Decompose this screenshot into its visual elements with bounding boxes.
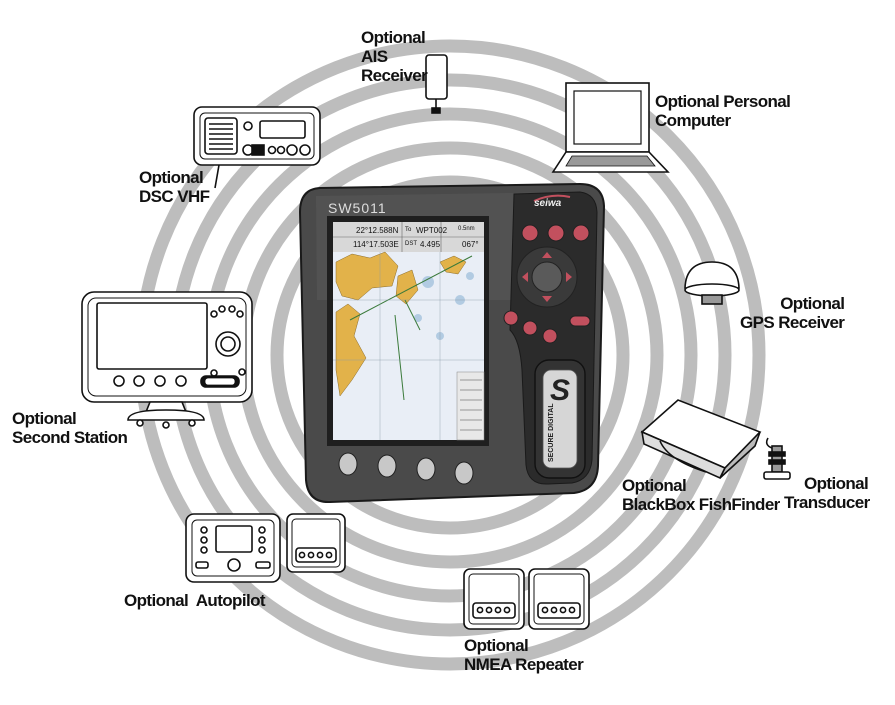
label-second-station: Optional Second Station (12, 409, 128, 447)
soft-key-2 (377, 454, 397, 478)
screen-longitude: 114°17.503E (353, 240, 399, 249)
keypad (503, 224, 591, 344)
autopilot-device (185, 513, 346, 583)
key-6 (542, 328, 558, 344)
soft-keys (338, 452, 474, 485)
key-7 (569, 315, 591, 327)
ring-inner (270, 175, 630, 535)
second-station-device (81, 291, 253, 429)
key-2 (547, 224, 565, 242)
nmea-repeater-device (463, 568, 590, 630)
key-3 (572, 224, 590, 242)
key-1 (521, 224, 539, 242)
screen-latitude: 22°12.588N (356, 226, 399, 235)
key-5 (522, 320, 538, 336)
soft-key-4 (454, 461, 474, 485)
screen-wpt-tag: To (405, 227, 412, 233)
label-gps-receiver: Optional GPS Receiver (740, 294, 845, 332)
soft-key-3 (416, 457, 436, 481)
label-fishfinder: Optional BlackBox FishFinder (622, 476, 780, 514)
fishfinder-device (640, 399, 762, 480)
label-autopilot: Optional Autopilot (124, 591, 266, 610)
label-nmea-repeater: Optional NMEA Repeater (464, 636, 584, 674)
soft-key-1 (338, 452, 358, 476)
label-transducer: Optional Transducer (784, 474, 870, 512)
screen-dst-tag: DST (405, 241, 417, 247)
gps-receiver-device (684, 261, 740, 305)
main-chartplotter (298, 182, 606, 504)
screen-dst-value: 4.495 (420, 240, 441, 249)
label-ais-receiver: Optional AIS Receiver (361, 28, 428, 85)
key-4 (503, 310, 519, 326)
screen-wpt-name: WPT002 (416, 226, 448, 235)
label-personal-computer: Optional Personal Computer (655, 92, 791, 130)
screen-brg-value: 067° (462, 240, 479, 249)
dsc-vhf-device (193, 106, 321, 189)
device-model: SW5011 (328, 200, 387, 216)
laptop-device (551, 82, 670, 173)
concentric-rings (134, 39, 766, 671)
sd-text: SECURE DIGITAL (548, 403, 555, 462)
device-brand: seiwa (534, 198, 562, 209)
ais-receiver-device (425, 54, 448, 114)
screen-scale: 0.5nm (458, 226, 475, 232)
sd-logo: S (550, 374, 571, 407)
transducer-device (763, 437, 791, 480)
label-dsc-vhf: Optional DSC VHF (139, 168, 210, 206)
